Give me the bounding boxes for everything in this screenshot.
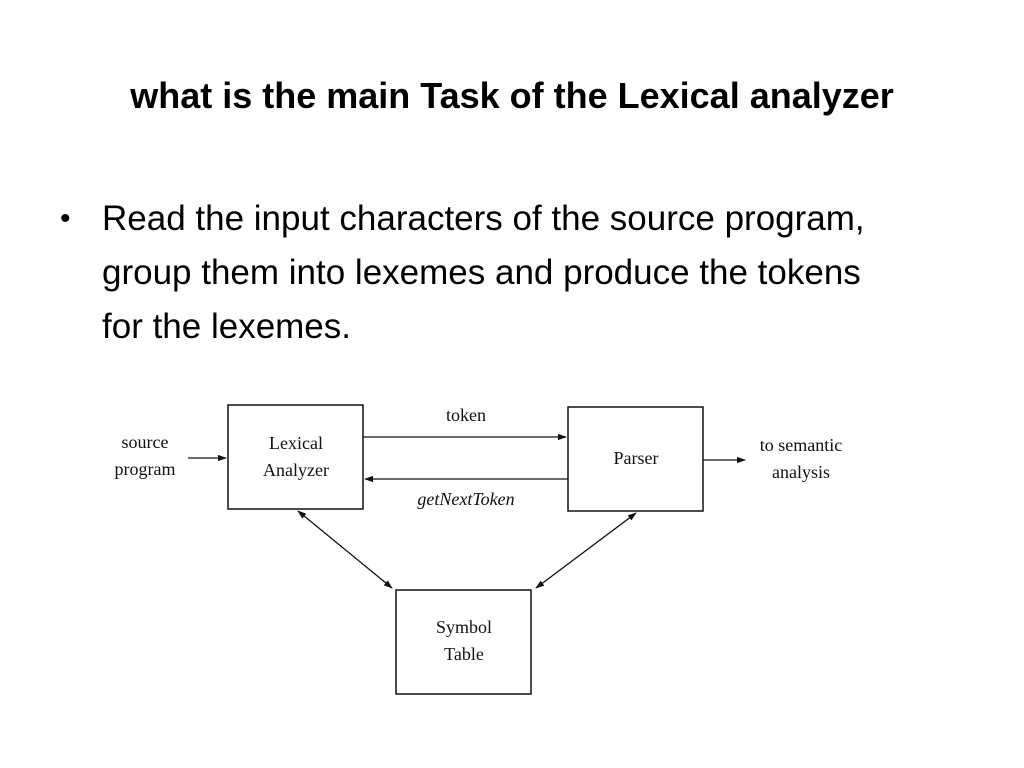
get-next-token-edge-label: getNextToken (417, 489, 514, 509)
lexer-symbol-table-arrow (297, 510, 393, 589)
lexical-analyzer-diagram: source program Lexical Analyzer token ge… (115, 404, 842, 695)
semantic-analysis-label-line2: analysis (772, 462, 830, 482)
symbol-table-label-line2: Table (444, 644, 484, 664)
bullet-list: • Read the input characters of the sourc… (60, 192, 900, 354)
lexical-analyzer-label-line1: Lexical (269, 433, 323, 453)
bullet-item: • Read the input characters of the sourc… (60, 192, 900, 354)
parser-label: Parser (614, 448, 659, 468)
parser-box (567, 406, 704, 512)
source-program-label-line2: program (115, 459, 176, 479)
symbol-table-box (395, 589, 532, 695)
semantic-analysis-label-line1: to semantic (760, 435, 842, 455)
symbol-table-label-line1: Symbol (436, 617, 492, 637)
source-program-label-line1: source (122, 432, 169, 452)
slide-title: what is the main Task of the Lexical ana… (130, 75, 894, 116)
lexical-analyzer-label-line2: Analyzer (263, 460, 329, 480)
lexical-analyzer-box (227, 404, 364, 510)
parser-symbol-table-arrow (535, 512, 637, 589)
bullet-text: Read the input characters of the source … (102, 199, 865, 346)
bullet-dot-icon: • (60, 202, 71, 235)
token-edge-label: token (446, 405, 486, 425)
